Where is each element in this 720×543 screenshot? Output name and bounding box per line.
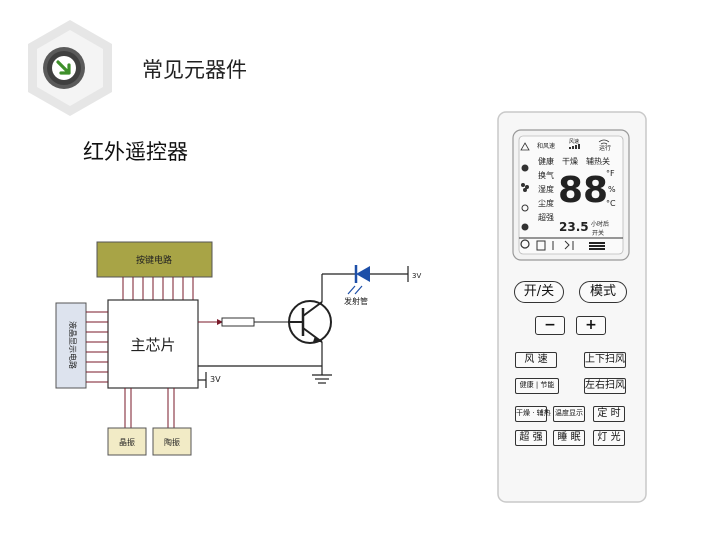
temp-up-button[interactable]: + (576, 316, 606, 335)
transistor-symbol (288, 300, 332, 344)
lcd-small-digits: 23.5 (559, 220, 589, 234)
light-button[interactable]: 灯 光 (593, 430, 625, 446)
section-badge (28, 20, 112, 116)
lcd-circuit-label: 液晶显示电路 (68, 321, 78, 369)
dry-auxheat-button[interactable]: 干燥 · 辅热 (515, 406, 551, 422)
mode-button[interactable]: 模式 (579, 281, 627, 303)
lcd-run-label: 运行 (599, 144, 611, 152)
lcd-fan-label: 风速 (569, 139, 579, 145)
lcd-mode-label: 和风速 (537, 142, 555, 150)
crystal-label: 晶振 (119, 437, 135, 447)
timer-button[interactable]: 定 时 (593, 406, 625, 422)
remote-control: 88 23.5 和风速 风速 运行 健康 换气 湿度 尘度 超强 干燥 辅热关 … (495, 110, 650, 505)
emitter-label: 发射管 (344, 296, 368, 306)
lcd-unit-pct: % (608, 185, 616, 194)
led-voltage-label: 3V (412, 272, 421, 280)
temp-down-button[interactable]: − (535, 316, 565, 335)
lcd-side-icons (520, 142, 530, 249)
main-chip-label: 主芯片 (130, 336, 175, 354)
lcd-onoff-label: 开关 (592, 229, 604, 237)
ground-symbol (312, 374, 332, 384)
crystal-oscillator-block (107, 427, 147, 456)
power-button[interactable]: 开/关 (514, 281, 564, 303)
fan-speed-button[interactable]: 风 速 (515, 352, 557, 368)
keypad-circuit-label: 按键电路 (136, 254, 172, 266)
lcd-label-health: 健康 (538, 156, 554, 166)
lcd-bottom-icons (519, 237, 623, 251)
lcd-label-dry: 干燥 (562, 157, 578, 166)
ir-remote-circuit-diagram: 按键电路 主芯片 液晶显示电路 3V 发射管 (55, 241, 421, 456)
louver-icon (589, 242, 605, 250)
turbo-button[interactable]: 超 强 (515, 430, 547, 446)
lcd-label-turbo: 超强 (538, 212, 554, 222)
health-save-button[interactable]: 健康 | 节能 (515, 378, 559, 394)
ir-led-symbol (347, 265, 370, 295)
lcd-unit-c: °C (606, 199, 616, 208)
main-chip-block (107, 299, 199, 389)
swing-updown-button[interactable]: 上下扫风 (584, 352, 626, 368)
ceramic-label: 陶振 (164, 437, 180, 447)
lcd-label-aux-heat: 辅热关 (586, 156, 610, 166)
lcd-label-ventilation: 换气 (538, 170, 554, 180)
lcd-label-humidity: 湿度 (538, 184, 554, 194)
lcd-label-dust: 尘度 (538, 198, 554, 208)
swing-leftright-button[interactable]: 左右扫风 (584, 378, 626, 394)
sleep-button[interactable]: 睡 眠 (553, 430, 585, 446)
keypad-circuit-block (96, 241, 213, 278)
remote-body: 88 23.5 和风速 风速 运行 健康 换气 湿度 尘度 超强 干燥 辅热关 … (497, 111, 647, 503)
lcd-unit-f: °F (606, 169, 615, 178)
temp-display-button[interactable]: 温度显示 (553, 406, 585, 422)
page-subtitle: 红外遥控器 (83, 140, 188, 164)
lcd-big-digits: 88 (558, 170, 608, 211)
fan-level-bars (569, 144, 580, 149)
section-title: 常见元器件 (142, 58, 247, 82)
lcd-circuit-block (55, 302, 87, 389)
arrow-down-right-icon (52, 56, 76, 80)
signal-icon (598, 139, 610, 145)
lcd-timer-label: 小时后 (591, 220, 609, 228)
ceramic-resonator-block (152, 427, 192, 456)
chip-voltage-label: 3V (210, 375, 221, 384)
